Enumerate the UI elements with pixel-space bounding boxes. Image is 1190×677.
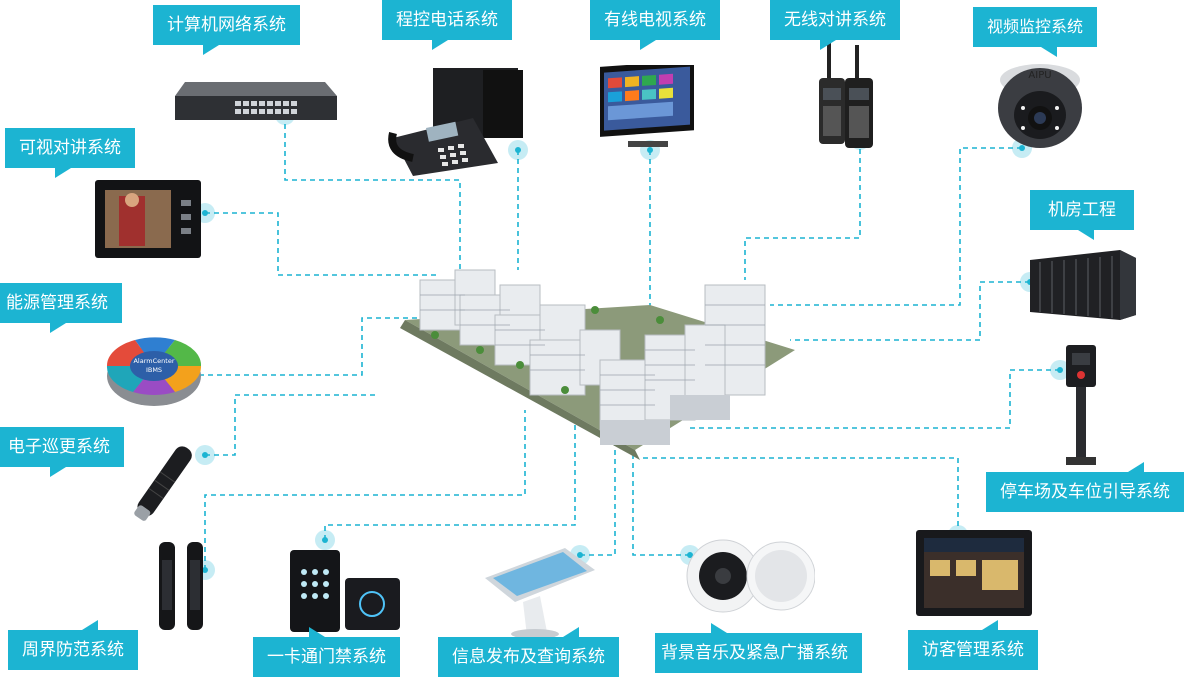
info-kiosk-image xyxy=(485,548,595,638)
label-pbx: 程控电话系统 xyxy=(382,0,512,50)
server-rack-image xyxy=(1030,250,1136,320)
label-music: 背景音乐及紧急广播系统 xyxy=(655,623,862,673)
video-intercom-image xyxy=(95,180,201,258)
ibms-text: IBMS xyxy=(146,366,162,374)
access-control-image xyxy=(290,550,400,632)
link-music xyxy=(632,455,690,556)
label-patrol: 电子巡更系统 xyxy=(0,427,124,477)
link-patrol xyxy=(205,394,375,456)
link-machine-room xyxy=(790,281,1030,341)
label-video-intercom: 可视对讲系统 xyxy=(5,128,135,178)
label-network: 计算机网络系统 xyxy=(153,5,300,55)
walkie-talkie-image xyxy=(819,40,873,148)
label-cable-tv: 有线电视系统 xyxy=(590,0,720,50)
building-complex-illustration xyxy=(400,269,795,460)
link-access xyxy=(324,420,576,540)
link-radio xyxy=(744,140,861,280)
label-radio: 无线对讲系统 xyxy=(770,0,900,50)
label-visitor: 访客管理系统 xyxy=(908,620,1038,670)
label-energy: 能源管理系统 xyxy=(0,283,122,333)
energy-ibms-wheel-image: AlarmCenter IBMS xyxy=(106,337,202,406)
camera-brand: AIPU xyxy=(1028,70,1051,81)
label-info-release: 信息发布及查询系统 xyxy=(438,627,619,677)
link-video-intercom xyxy=(205,212,440,276)
label-machine-room: 机房工程 xyxy=(1030,190,1134,240)
label-perimeter: 周界防范系统 xyxy=(8,620,138,670)
label-cctv: 视频监控系统 xyxy=(973,7,1098,57)
tv-image xyxy=(600,65,694,147)
link-energy xyxy=(190,317,420,376)
perimeter-beam-image xyxy=(159,542,203,630)
label-access: 一卡通门禁系统 xyxy=(253,627,400,677)
visitor-terminal-image xyxy=(916,530,1032,616)
link-visitor xyxy=(640,457,959,535)
pbx-telephone-image xyxy=(388,68,523,176)
patrol-wand-image xyxy=(134,446,192,521)
alarm-center-text: AlarmCenter xyxy=(133,357,174,365)
label-parking: 停车场及车位引导系统 xyxy=(986,462,1184,512)
dome-camera-image: AIPU xyxy=(998,64,1082,148)
link-perimeter xyxy=(204,410,526,570)
link-info-release xyxy=(580,445,616,556)
link-cctv xyxy=(770,147,1022,306)
network-switch-image xyxy=(175,82,337,120)
ceiling-speaker-image xyxy=(686,539,815,613)
parking-terminal-image xyxy=(1066,345,1096,465)
